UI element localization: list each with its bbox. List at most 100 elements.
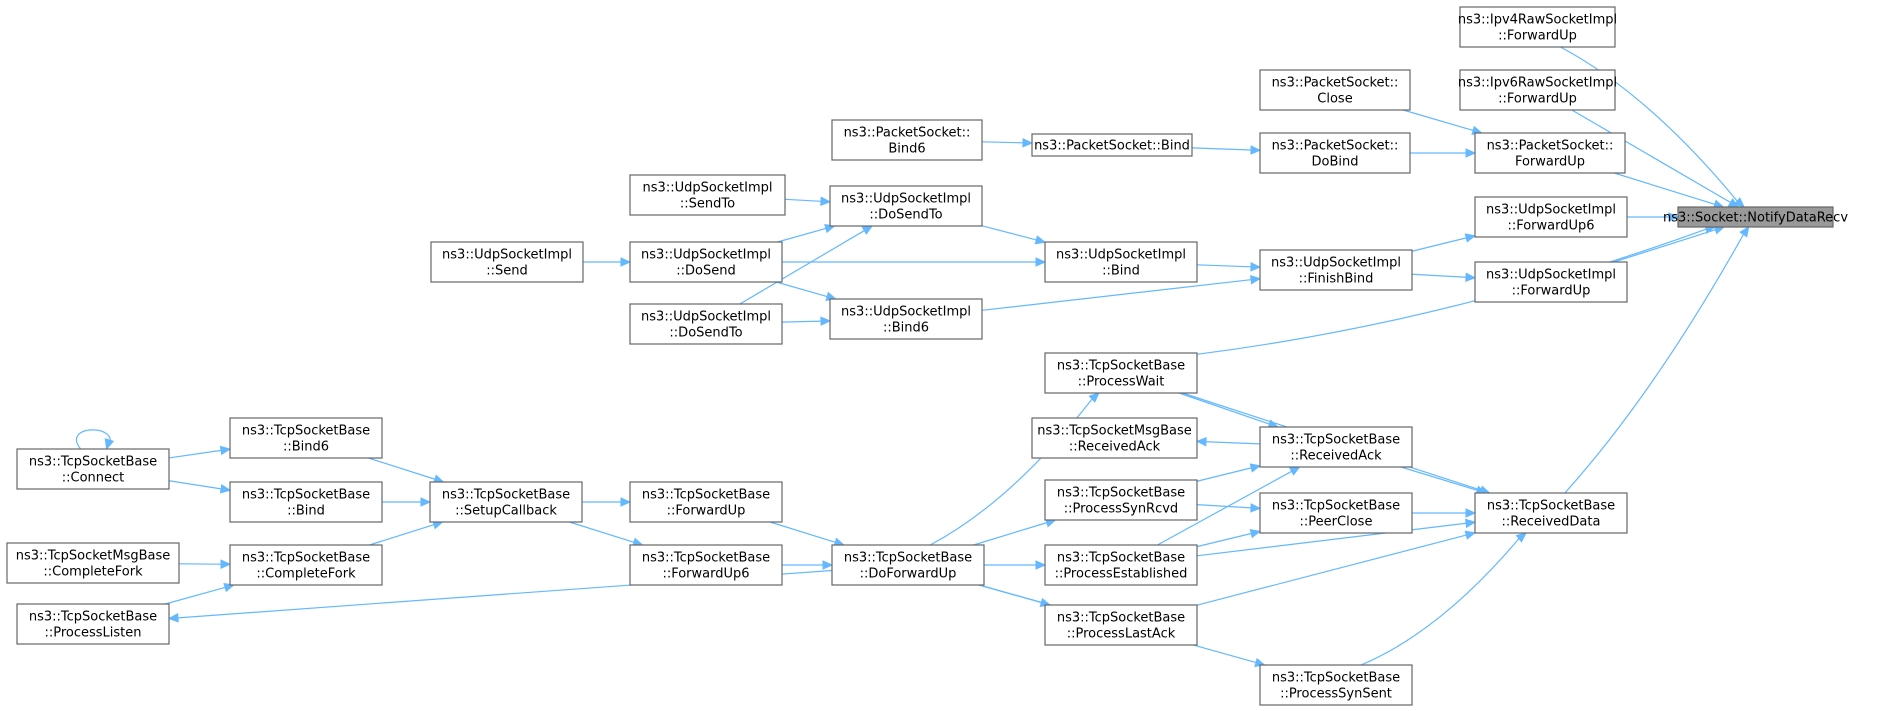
call-edge <box>1412 508 1477 518</box>
call-edge <box>382 497 432 507</box>
graph-node[interactable]: ns3::UdpSocketImpl::ForwardUp <box>1474 261 1628 303</box>
node-box <box>1259 664 1413 706</box>
node-label: ns3::PacketSocket:: <box>1487 139 1614 154</box>
graph-node[interactable]: ns3::TcpSocketBase::Connect <box>16 448 170 490</box>
arrowhead <box>1464 530 1477 540</box>
graph-node[interactable]: ns3::TcpSocketBase::ProcessWait <box>1044 352 1198 394</box>
graph-node[interactable]: ns3::PacketSocket::Close <box>1259 69 1411 111</box>
graph-node[interactable]: ns3::UdpSocketImpl::DoSendTo <box>829 185 983 227</box>
graph-node[interactable]: ns3::TcpSocketBase::Bind <box>229 481 383 523</box>
arrowhead <box>820 196 832 207</box>
node-label: ns3::TcpSocketBase <box>29 610 157 625</box>
graph-node[interactable]: ns3::UdpSocketImpl::DoSend <box>629 241 783 283</box>
graph-node[interactable]: ns3::Ipv6RawSocketImpl::ForwardUp <box>1458 69 1617 111</box>
call-edge <box>1195 436 1261 447</box>
arrowhead <box>1035 257 1047 267</box>
call-edge <box>168 445 232 459</box>
node-label: ::SetupCallback <box>455 504 557 519</box>
node-label: ::ForwardUp <box>1498 92 1577 107</box>
graph-node[interactable]: ns3::UdpSocketImpl::Send <box>430 241 584 283</box>
node-label: ns3::UdpSocketImpl <box>841 192 971 207</box>
graph-node[interactable]: ns3::TcpSocketBase::ReceivedData <box>1474 492 1628 534</box>
graph-node[interactable]: ns3::TcpSocketMsgBase::CompleteFork <box>6 542 180 584</box>
graph-node[interactable]: ns3::TcpSocketBase::ProcessLastAck <box>1044 604 1198 646</box>
arrowhead <box>1088 392 1100 403</box>
graph-node[interactable]: ns3::TcpSocketBase::ForwardUp <box>629 481 783 523</box>
graph-node[interactable]: ns3::TcpSocketBase::ProcessSynRcvd <box>1044 479 1198 521</box>
node-label: ::DoSendTo <box>669 326 742 341</box>
node-label: ::ReceivedData <box>1502 515 1601 530</box>
node-box <box>1044 604 1198 646</box>
arrowhead <box>1465 508 1477 518</box>
call-edge <box>769 521 846 547</box>
graph-node[interactable]: ns3::UdpSocketImpl::Bind <box>1044 241 1198 283</box>
node-label: DoBind <box>1312 155 1359 170</box>
node-label: ns3::TcpSocketBase <box>1057 551 1185 566</box>
node-label: ns3::UdpSocketImpl <box>1056 248 1186 263</box>
node-label: ns3::TcpSocketBase <box>1487 499 1615 514</box>
graph-node[interactable]: ns3::Ipv4RawSocketImpl::ForwardUp <box>1458 6 1617 48</box>
node-label: ns3::TcpSocketBase <box>1272 433 1400 448</box>
node-label: ns3::PacketSocket::Bind <box>1034 139 1190 154</box>
node-label: ::ProcessSynSent <box>1280 687 1392 702</box>
call-edge <box>1360 532 1527 666</box>
node-label: ::FinishBind <box>1299 272 1374 287</box>
call-graph-nodes: ns3::Socket::NotifyDataRecv ns3::Ipv4RawS… <box>6 6 1848 706</box>
graph-node[interactable]: ns3::TcpSocketBase::ProcessListen <box>16 603 170 645</box>
call-edge <box>781 560 834 570</box>
graph-node[interactable]: ns3::UdpSocketImpl::ForwardUp6 <box>1474 196 1628 238</box>
node-label: ns3::TcpSocketMsgBase <box>1037 424 1192 439</box>
graph-node[interactable]: ns3::PacketSocket::Bind6 <box>831 119 983 161</box>
graph-node[interactable]: ns3::TcpSocketBase::ReceivedAck <box>1259 426 1413 468</box>
arrowhead <box>420 497 432 507</box>
node-box <box>16 448 170 490</box>
graph-node[interactable]: ns3::UdpSocketImpl::FinishBind <box>1259 249 1413 291</box>
call-edge <box>1196 530 1477 606</box>
node-box <box>1459 69 1616 111</box>
graph-node[interactable]: ns3::TcpSocketBase::ProcessSynSent <box>1259 664 1413 706</box>
node-label: ::ProcessListen <box>44 626 141 641</box>
arrowhead <box>1035 560 1047 570</box>
graph-node[interactable]: ns3::UdpSocketImpl::DoSendTo <box>629 303 783 345</box>
call-edge <box>981 138 1034 148</box>
node-label: ::ProcessSynRcvd <box>1064 502 1178 517</box>
call-edge <box>777 223 836 243</box>
node-box <box>629 174 786 216</box>
call-edge <box>1196 518 1477 557</box>
graph-node[interactable]: ns3::UdpSocketImpl::Bind6 <box>829 298 983 340</box>
graph-node[interactable]: ns3::TcpSocketBase::ForwardUp6 <box>629 544 783 586</box>
graph-node[interactable]: ns3::UdpSocketImpl::SendTo <box>629 174 786 216</box>
call-edge <box>1196 528 1262 548</box>
graph-node[interactable]: ns3::TcpSocketMsgBase::ReceivedAck <box>1031 417 1198 459</box>
call-edge <box>1411 272 1477 282</box>
node-box <box>629 303 783 345</box>
graph-node[interactable]: ns3::TcpSocketBase::CompleteFork <box>229 544 383 586</box>
node-label: ::CompleteFork <box>43 565 143 580</box>
node-box <box>229 544 383 586</box>
node-box <box>829 298 983 340</box>
graph-node[interactable]: ns3::PacketSocket::DoBind <box>1259 132 1411 174</box>
arrowhead <box>1249 528 1262 539</box>
node-label: ns3::TcpSocketBase <box>442 488 570 503</box>
graph-node[interactable]: ns3::TcpSocketBase::ProcessEstablished <box>1044 544 1198 586</box>
node-label: ::DoForwardUp <box>860 567 957 582</box>
call-edge <box>1196 262 1262 272</box>
node-label: ns3::TcpSocketBase <box>29 455 157 470</box>
node-label: ns3::Socket::NotifyDataRecv <box>1663 211 1848 226</box>
node-label: ns3::TcpSocketMsgBase <box>16 549 171 564</box>
graph-node[interactable]: ns3::PacketSocket::ForwardUp <box>1474 132 1626 174</box>
arrowhead <box>1022 138 1034 148</box>
arrowhead <box>1195 436 1207 447</box>
graph-node[interactable]: ns3::TcpSocketBase::DoForwardUp <box>831 544 985 586</box>
graph-node[interactable]: ns3::PacketSocket::Bind <box>1031 133 1193 157</box>
root-node[interactable]: ns3::Socket::NotifyDataRecv <box>1663 206 1848 228</box>
arrowhead <box>1668 212 1680 222</box>
graph-node[interactable]: ns3::TcpSocketBase::Bind6 <box>229 417 383 459</box>
graph-node[interactable]: ns3::TcpSocketBase::PeerClose <box>1259 492 1413 534</box>
node-box <box>16 603 170 645</box>
node-label: ns3::UdpSocketImpl <box>841 305 971 320</box>
node-box <box>1259 69 1411 111</box>
arrowhead <box>219 445 232 456</box>
graph-node[interactable]: ns3::TcpSocketBase::SetupCallback <box>429 481 583 523</box>
call-edge <box>1627 212 1680 222</box>
